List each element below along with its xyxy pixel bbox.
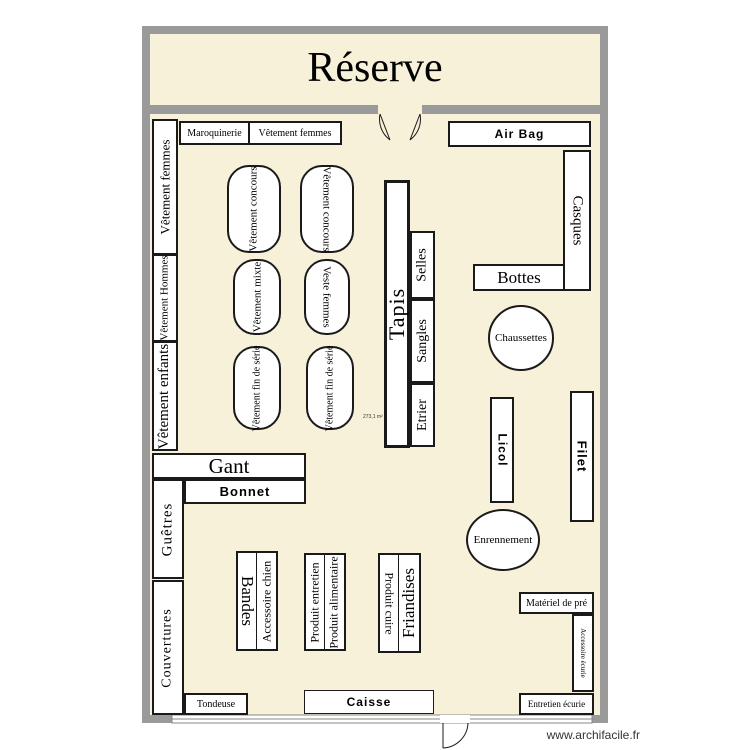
fixture-gant: Gant <box>152 453 306 479</box>
fixture-selles: Selles <box>410 231 435 299</box>
fixture-sangles: Sangles <box>410 299 435 383</box>
inner-door-leaf <box>379 113 421 141</box>
rack-vetement-concours-2: Vêtement concours <box>300 165 354 253</box>
fixture-vetement-enfants: Vêtement enfants <box>152 341 178 451</box>
reserve-floor <box>150 34 600 105</box>
fixture-accessoire-ecurie: Accessoire écurie <box>572 614 594 692</box>
shop-floor <box>150 114 600 715</box>
fixture-friandises: Friandises <box>399 553 421 653</box>
rack-veste-femmes: Veste femmes <box>304 259 350 335</box>
watermark-text: www.archifacile.fr <box>546 728 640 742</box>
display-chaussettes: Chaussettes <box>488 305 554 371</box>
entrance-gap <box>440 715 470 723</box>
fixture-vetement-femmes-side: Vêtement femmes <box>152 119 178 255</box>
fixture-bonnet: Bonnet <box>184 479 306 504</box>
fixture-vetement-femmes-top: Vêtement femmes <box>248 121 342 145</box>
fixture-materiel-de-pre: Matériel de pré <box>519 592 594 614</box>
entrance-door-leaf <box>442 722 469 749</box>
fixture-licol: Licol <box>490 397 514 503</box>
display-enrennement: Enrennement <box>466 509 540 571</box>
fixture-couvertures: Couvertures <box>152 580 184 715</box>
fixture-caisse: Caisse <box>304 690 434 714</box>
rack-vetement-mixte: Vêtement mixte <box>233 259 281 335</box>
fixture-filet: Filet <box>570 391 594 522</box>
area-label: 273,1 m² <box>363 414 383 420</box>
fixture-produit-cuire: Produit cuire <box>378 553 399 653</box>
fixture-produit-entretien: Produit entretien <box>304 553 325 651</box>
fixture-produit-alimentaire: Produit alimentaire <box>325 553 346 651</box>
fixture-tondeuse: Tondeuse <box>184 693 248 715</box>
fixture-maroquinerie: Maroquinerie <box>179 121 250 145</box>
fixture-casques: Casques <box>563 150 591 291</box>
rack-vetement-fin-serie-1: Vêtement fin de série <box>233 345 281 431</box>
fixture-entretien-ecurie: Entretien écurie <box>519 693 594 715</box>
fixture-guetres: Guêtres <box>152 479 184 579</box>
rack-vetement-fin-serie-2: Vêtement fin de série <box>306 345 354 431</box>
fixture-etrier: Etrier <box>410 383 435 447</box>
fixture-accessoire-chien: Accessoire chien <box>257 551 278 651</box>
fixture-tapis: Tapis <box>384 180 410 448</box>
divider-wall <box>150 105 600 114</box>
fixture-vetement-hommes: Vêtement Hommes <box>152 254 178 342</box>
rack-vetement-concours-1: Vêtement concours <box>227 165 281 253</box>
fixture-bottes: Bottes <box>473 264 565 291</box>
inner-door-gap <box>378 105 422 114</box>
reserve-label: Réserve <box>307 45 443 91</box>
fixture-bandes: Bandes <box>236 551 257 651</box>
fixture-air-bag: Air Bag <box>448 121 591 147</box>
